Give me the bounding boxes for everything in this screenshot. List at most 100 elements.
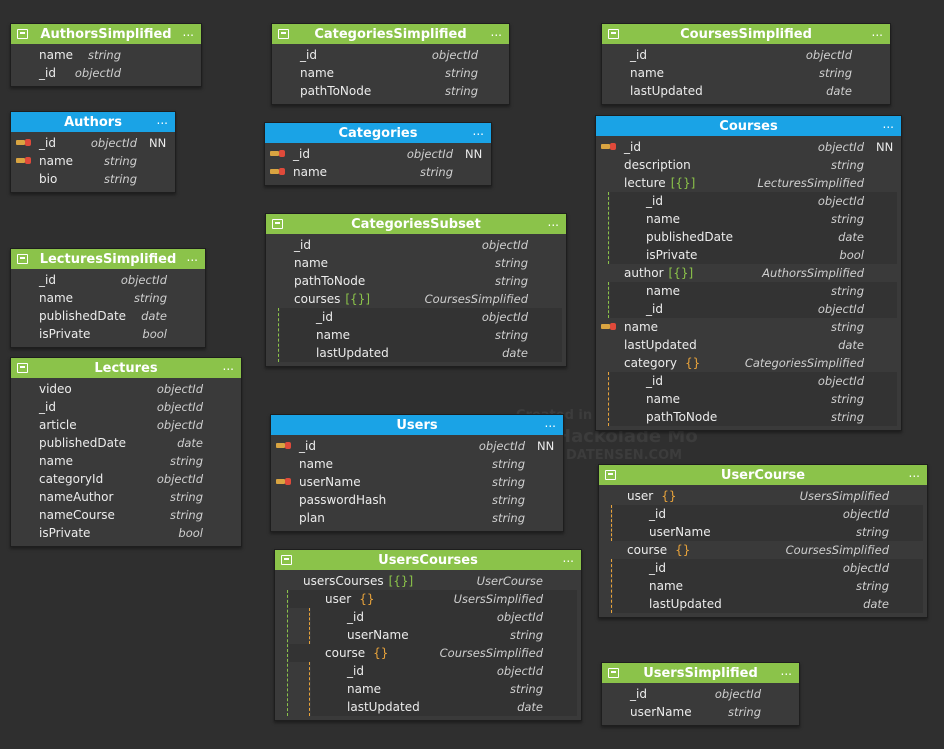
field-row[interactable]: category{}CategoriesSimplified: [596, 354, 901, 372]
more-options-icon[interactable]: ...: [908, 466, 920, 480]
more-options-icon[interactable]: ...: [882, 117, 894, 131]
field-row[interactable]: user{}UsersSimplified: [599, 487, 927, 505]
more-options-icon[interactable]: ...: [182, 25, 194, 39]
more-options-icon[interactable]: ...: [780, 664, 792, 678]
entity-header[interactable]: Lectures...: [11, 358, 241, 378]
field-row[interactable]: course{}CoursesSimplified: [599, 541, 927, 559]
field-row[interactable]: course{}CoursesSimplified: [289, 644, 577, 662]
field-row[interactable]: user{}UsersSimplified: [289, 590, 577, 608]
more-options-icon[interactable]: ...: [547, 215, 559, 229]
entity-header[interactable]: LecturesSimplified...: [11, 249, 205, 269]
entity-header[interactable]: CoursesSimplified...: [602, 24, 890, 44]
more-options-icon[interactable]: ...: [472, 124, 484, 138]
more-options-icon[interactable]: ...: [490, 25, 502, 39]
entity-header[interactable]: Users...: [271, 415, 563, 435]
entity-header[interactable]: Authors...: [11, 112, 175, 132]
more-options-icon[interactable]: ...: [871, 25, 883, 39]
entity-header[interactable]: CategoriesSimplified...: [272, 24, 509, 44]
more-options-icon[interactable]: ...: [562, 551, 574, 565]
entity-header[interactable]: UserCourse...: [599, 465, 927, 485]
entity-header[interactable]: UsersSimplified...: [602, 663, 799, 683]
more-options-icon[interactable]: ...: [186, 250, 198, 264]
entity-header[interactable]: AuthorsSimplified...: [11, 24, 201, 44]
more-options-icon[interactable]: ...: [156, 113, 168, 127]
entity-header[interactable]: UsersCourses...: [275, 550, 581, 570]
field-row[interactable]: author[{}]AuthorsSimplified: [596, 264, 901, 282]
field-row[interactable]: usersCourses[{}]UserCourse: [275, 572, 581, 590]
entity-header[interactable]: Categories...: [265, 123, 491, 143]
field-row[interactable]: lecture[{}]LecturesSimplified: [596, 174, 901, 192]
field-row[interactable]: courses[{}]CoursesSimplified: [266, 290, 566, 308]
entity-header[interactable]: CategoriesSubset...: [266, 214, 566, 234]
entity-header[interactable]: Courses...: [596, 116, 901, 136]
more-options-icon[interactable]: ...: [544, 416, 556, 430]
